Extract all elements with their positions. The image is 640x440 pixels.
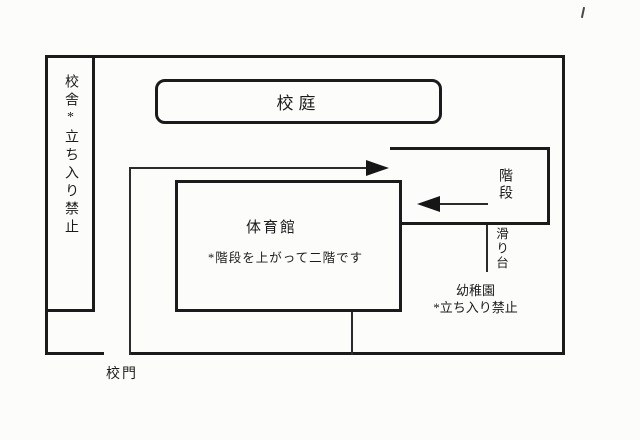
path-to-entrance: [440, 203, 488, 205]
stairs-wall-bottom: [402, 222, 550, 225]
gymnasium: 体育館 *階段を上がって二階です: [175, 180, 402, 312]
schoolyard-label: 校庭: [276, 94, 321, 113]
stairs-wall-top: [390, 147, 550, 150]
stairs-label: 階段: [497, 168, 512, 202]
arrow-right-icon: [366, 160, 389, 176]
arrow-left-icon: [417, 196, 440, 212]
school-building-label: 校舎*立ち入り禁止: [63, 74, 78, 237]
gymnasium-note: *階段を上がって二階です: [208, 251, 364, 265]
slide-line: [486, 225, 488, 272]
schoolyard: 校庭: [155, 79, 442, 124]
kindergarten-name: 幼稚園: [455, 283, 495, 298]
path-to-stairs: [129, 167, 367, 169]
gate-label: 校門: [106, 367, 138, 382]
gymnasium-label: 体育館: [246, 220, 298, 236]
school-building: 校舎*立ち入り禁止: [45, 55, 95, 312]
fence-line: [351, 312, 353, 355]
path-from-gate: [129, 168, 131, 355]
slide-label: 滑り台: [494, 227, 508, 271]
stairs-wall-right: [547, 147, 550, 225]
kindergarten-no-entry: *立ち入り禁止: [433, 299, 518, 315]
gate-opening: [104, 351, 130, 357]
stray-mark: [580, 6, 586, 19]
kindergarten-note: 幼稚園 *立ち入り禁止: [413, 283, 538, 317]
